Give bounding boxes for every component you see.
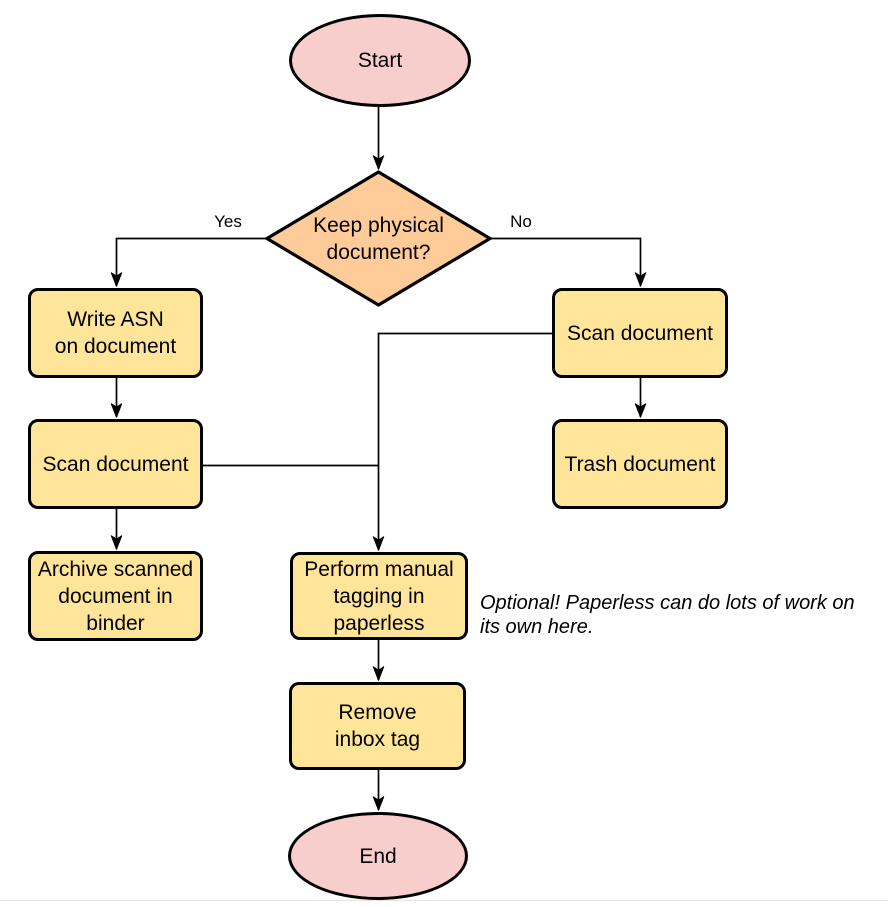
- node-decision-label: Keep physical document?: [285, 211, 472, 266]
- node-scan-right-label: Scan document: [567, 321, 713, 345]
- node-remove-inbox-line-1: Remove: [338, 701, 417, 724]
- edge-decision-no-to-scan-right: [490, 237, 647, 287]
- node-remove-inbox-line-2: inbox tag: [334, 728, 421, 751]
- edge-label-yes: Yes: [214, 212, 242, 231]
- node-archive-line-1: Archive scanned: [37, 557, 194, 581]
- node-decision-line-2: document?: [326, 240, 431, 264]
- node-start: Start: [289, 14, 471, 107]
- edge-label-no: No: [510, 212, 532, 231]
- node-remove-inbox-tag: Remove inbox tag: [289, 682, 466, 770]
- node-decision-line-1: Keep physical: [313, 213, 444, 237]
- node-manual-tagging: Perform manual tagging in paperless: [290, 552, 468, 640]
- annotation-line-1: Optional! Paperless can do lots of work …: [480, 592, 855, 614]
- edge-decision-yes-to-write-asn: [110, 237, 267, 287]
- node-write-asn-line-1: Write ASN: [67, 308, 164, 331]
- node-tagging-line-1: Perform manual: [304, 557, 454, 581]
- node-tagging-line-3: paperless: [333, 611, 425, 635]
- node-tagging-line-2: tagging in: [333, 584, 425, 608]
- node-archive-line-3: binder: [86, 611, 145, 635]
- node-write-asn-line-2: on document: [54, 335, 177, 358]
- node-write-asn: Write ASN on document: [28, 288, 203, 378]
- node-archive-line-2: document in: [58, 584, 173, 608]
- bottom-divider: [0, 900, 888, 901]
- node-trash-label: Trash document: [564, 452, 716, 476]
- node-trash-document: Trash document: [552, 419, 728, 509]
- node-archive-binder: Archive scanned document in binder: [28, 551, 203, 641]
- annotation-line-2: its own here.: [480, 616, 594, 638]
- decision-diamond-shape: [263, 170, 494, 307]
- edge-scan-right-to-tagging: [372, 332, 552, 551]
- node-scan-left-label: Scan document: [42, 452, 189, 476]
- node-scan-document-right: Scan document: [552, 288, 728, 378]
- node-end: End: [288, 812, 468, 900]
- node-end-label: End: [359, 844, 397, 868]
- node-start-label: Start: [357, 49, 403, 72]
- annotation-optional-note: Optional! Paperless can do lots of work …: [480, 591, 855, 639]
- node-scan-document-left: Scan document: [28, 419, 203, 509]
